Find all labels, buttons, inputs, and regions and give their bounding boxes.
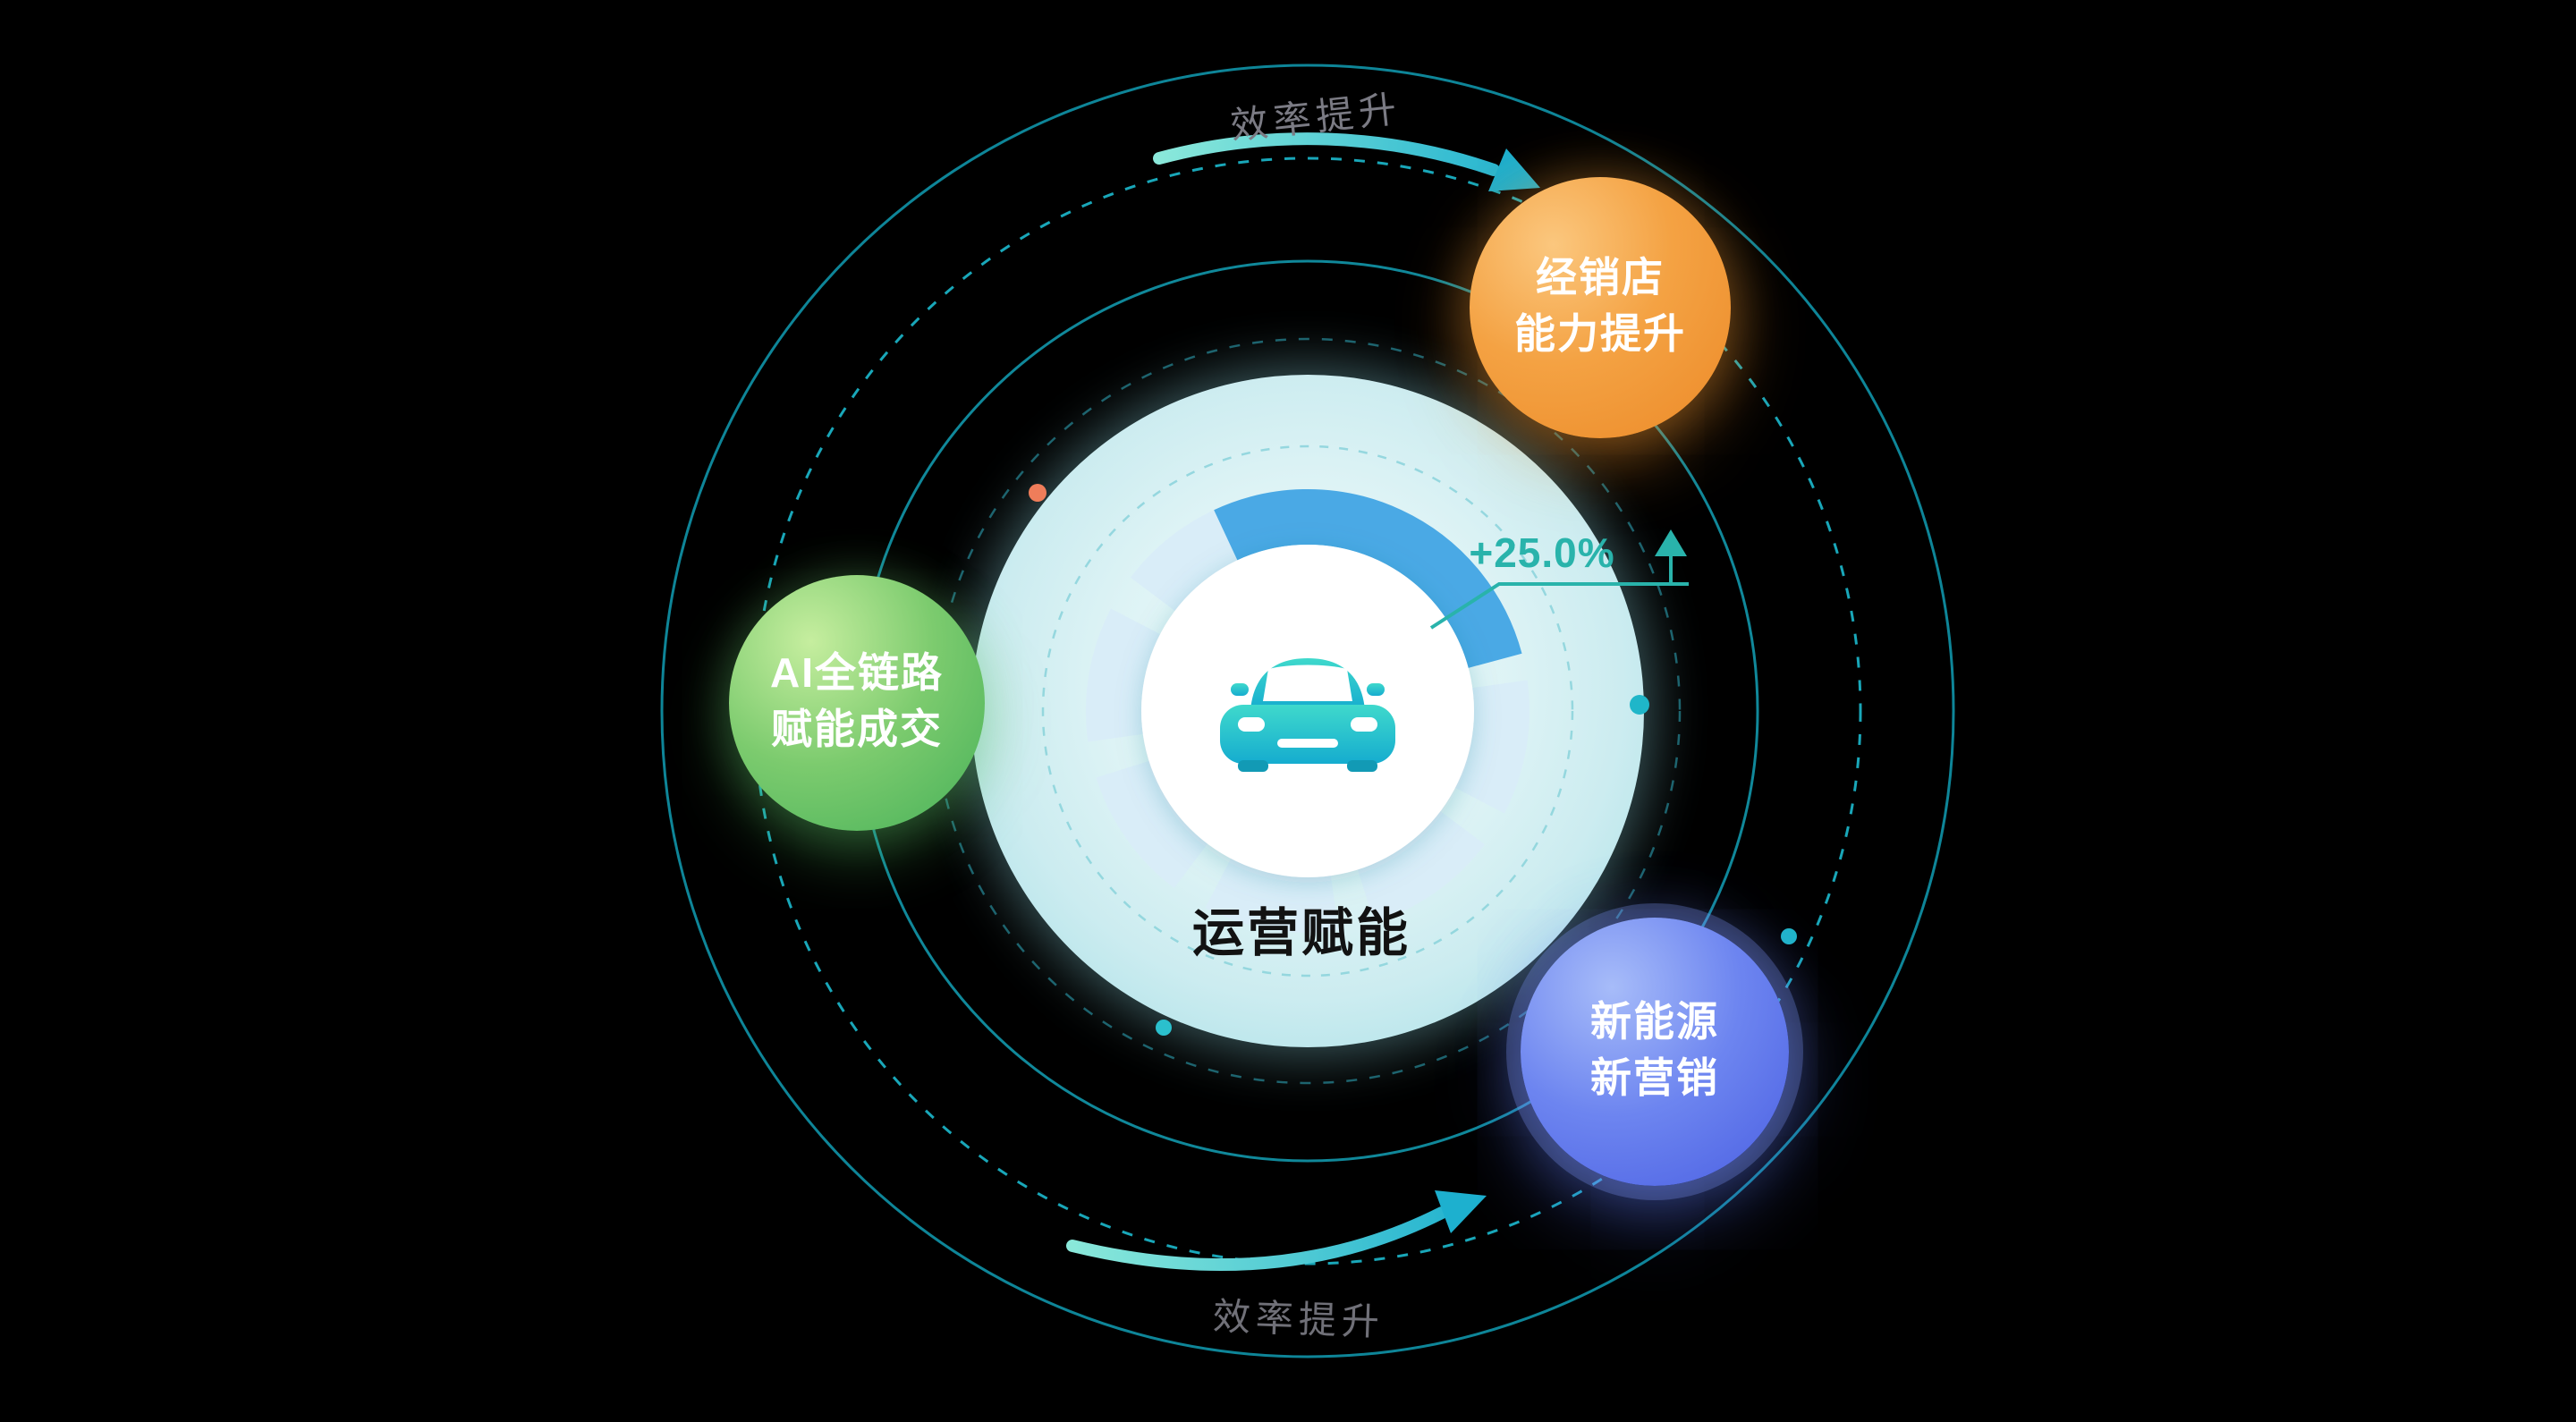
orbit-label-bottom: 效率提升 bbox=[1212, 1295, 1385, 1343]
hub-title: 运营赋能 bbox=[1191, 904, 1411, 962]
dot-orange bbox=[1029, 484, 1046, 502]
bubble-dealer-capability: 经销店 能力提升 bbox=[1470, 177, 1731, 438]
orbit-dots bbox=[1029, 484, 1797, 1036]
gauge-ring bbox=[1086, 488, 1530, 933]
gauge-highlight-arc bbox=[1214, 488, 1522, 669]
efficiency-arrow-bottom bbox=[1066, 1190, 1487, 1272]
car-icon bbox=[1220, 658, 1395, 772]
bubble-new-energy-marketing: 新能源 新营销 bbox=[1521, 918, 1789, 1186]
growth-metric: +25.0% bbox=[1469, 529, 1615, 576]
dot-teal-right bbox=[1630, 695, 1649, 715]
bubble-ai-line2: 赋能成交 bbox=[771, 706, 943, 752]
bubble-dealer-line1: 经销店 bbox=[1536, 253, 1665, 300]
efficiency-arrow-top bbox=[1153, 132, 1540, 191]
bubble-ai-fullchain: AI全链路 赋能成交 bbox=[729, 575, 985, 831]
bubble-ai-line1: AI全链路 bbox=[770, 648, 944, 696]
bubble-nev-line1: 新能源 bbox=[1590, 997, 1719, 1045]
bubble-dealer-line2: 能力提升 bbox=[1514, 310, 1686, 357]
dot-teal-bottom-left bbox=[1156, 1020, 1172, 1036]
bubble-nev-line2: 新营销 bbox=[1590, 1054, 1719, 1101]
growth-arrow bbox=[1429, 529, 1689, 630]
dot-teal-lower-right bbox=[1781, 928, 1797, 944]
